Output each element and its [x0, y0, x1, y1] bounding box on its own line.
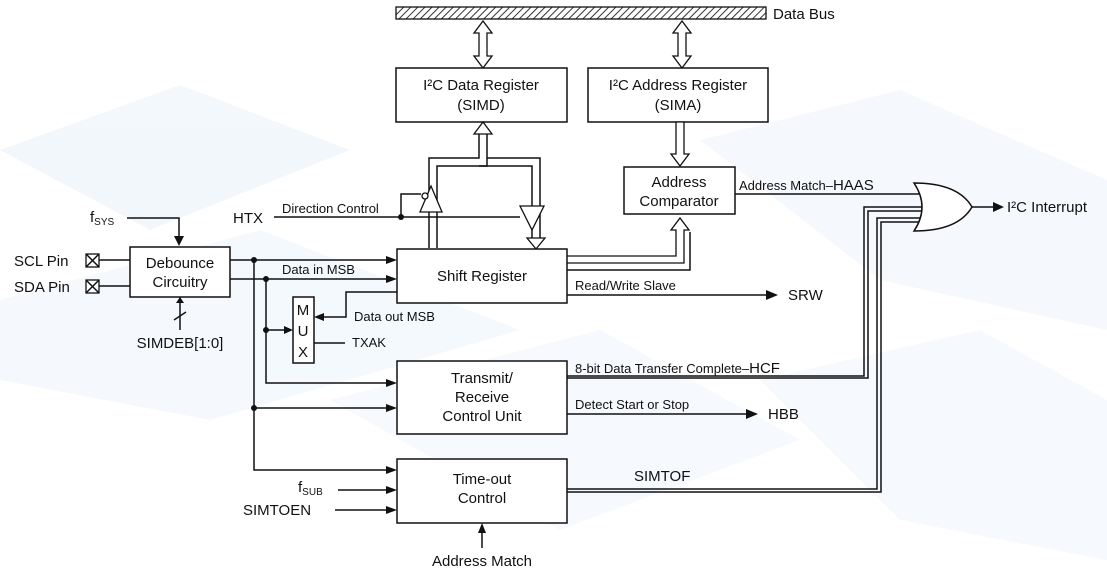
direction-control-label: Direction Control [282, 201, 379, 216]
scl-to-timeout-arrow [386, 466, 397, 474]
fsys-label: fSYS [90, 209, 115, 228]
txak-label: TXAK [352, 335, 386, 350]
trx-line3: Control Unit [442, 408, 522, 425]
shift-return-path-2 [479, 165, 533, 240]
fsys-line [127, 217, 180, 238]
htx-to-buffer [400, 193, 421, 217]
transfer-complete-label: 8-bit Data Transfer Complete–HCF [575, 360, 780, 377]
buffer-invert-bubble [421, 192, 429, 200]
hbb-label: HBB [768, 406, 799, 423]
scl-to-shift-arrow [386, 256, 397, 264]
read-write-slave-label: Read/Write Slave [575, 278, 676, 293]
transmit-receive-box [396, 360, 568, 435]
mux-letter-m: M [297, 302, 310, 319]
mux-box [292, 296, 315, 364]
debounce-line1: Debounce [146, 255, 214, 272]
srw-arrow [766, 290, 778, 300]
fsub-arrow [386, 486, 397, 494]
detect-start-stop-arrow [746, 409, 758, 419]
or-gate [912, 182, 973, 232]
detect-start-stop-label: Detect Start or Stop [575, 397, 689, 412]
sda-pin-cross [85, 279, 100, 294]
scl-junction-a [251, 257, 257, 263]
sda-junction-b [263, 327, 269, 333]
scl-to-trx-arrow [386, 404, 397, 412]
simtoen-arrow [386, 506, 397, 514]
sda-to-mux-arrow [284, 326, 293, 334]
address-match-arrow [478, 523, 486, 533]
sda-to-shift-arrow [386, 275, 397, 283]
data-bus-label: Data Bus [773, 6, 835, 23]
timeout-line1: Time-out [453, 471, 512, 488]
data-out-msb-arrow [314, 313, 324, 321]
address-match-label: Address Match [432, 553, 532, 570]
scl-trunk [230, 259, 387, 471]
hcf-line [567, 206, 924, 377]
simdeb-slash [173, 311, 187, 321]
simdeb-arrowhead [176, 297, 184, 303]
tristate-buffer-down [518, 205, 546, 232]
simtof-line [567, 217, 924, 490]
mux-letter-x: X [298, 344, 308, 361]
data-out-msb-line [322, 291, 397, 318]
sima-title: I²C Address Register [609, 77, 747, 94]
comparator-line2: Comparator [639, 193, 718, 210]
hcf-line-2 [567, 210, 924, 379]
debounce-line2: Circuitry [153, 274, 208, 291]
srw-label: SRW [788, 287, 824, 304]
interrupt-arrow [993, 202, 1004, 212]
data-bus [395, 6, 767, 20]
trx-line2: Receive [455, 389, 509, 406]
simd-title: I²C Data Register [423, 77, 539, 94]
simtof-label: SIMTOF [634, 468, 690, 485]
sima-comparator-arrow [669, 121, 691, 168]
address-comparator-box [623, 166, 736, 215]
scl-pin-cross [85, 253, 100, 268]
debounce-box [129, 246, 231, 298]
sda-to-trx-arrow [386, 379, 397, 387]
sda-pin-label: SDA Pin [14, 279, 70, 296]
data-in-msb-label: Data in MSB [282, 262, 355, 277]
bus-simd-arrow [472, 19, 494, 70]
sima-subtitle: (SIMA) [655, 97, 702, 114]
scl-pin-label: SCL Pin [14, 253, 68, 270]
timeout-control-box [396, 458, 568, 524]
simdeb-label: SIMDEB[1:0] [137, 335, 224, 352]
simd-arrowhead [472, 120, 494, 135]
simd-subtitle: (SIMD) [457, 97, 505, 114]
shift-return-arrowhead [525, 237, 547, 251]
simtof-line-2 [567, 221, 923, 493]
mux-letter-u: U [298, 323, 309, 340]
simd-register-box [395, 67, 568, 123]
comparator-line1: Address [651, 174, 706, 191]
simtoen-label: SIMTOEN [243, 502, 311, 519]
shift-comparator-bus-lower [567, 232, 691, 271]
shift-comparator-bus [567, 216, 691, 264]
shift-register-box [396, 248, 568, 304]
haas-label: Address Match–HAAS [739, 177, 874, 194]
bus-sima-arrow [671, 19, 693, 70]
fsys-arrowhead [174, 236, 184, 246]
fsub-label: fSUB [298, 479, 323, 498]
shift-register-label: Shift Register [437, 268, 527, 285]
sda-junction-a [263, 276, 269, 282]
trx-line1: Transmit/ [451, 370, 514, 387]
data-out-msb-label: Data out MSB [354, 309, 435, 324]
scl-junction-b [251, 405, 257, 411]
interrupt-label: I²C Interrupt [1007, 199, 1088, 216]
sima-register-box [587, 67, 769, 123]
htx-label: HTX [233, 210, 263, 227]
timeout-line2: Control [458, 490, 506, 507]
